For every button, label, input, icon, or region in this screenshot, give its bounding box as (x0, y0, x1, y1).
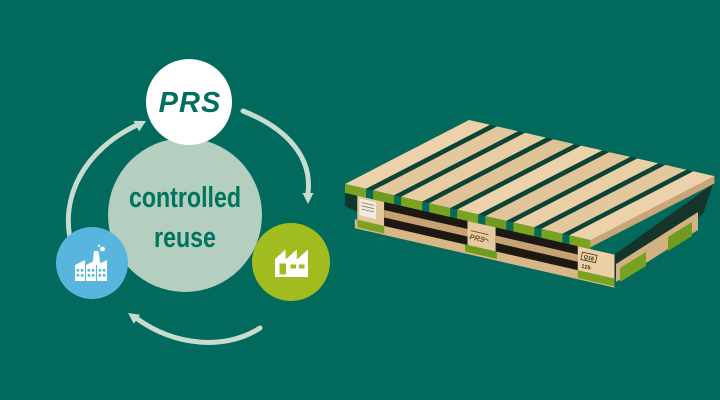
prs-logo-text: PRS (159, 87, 222, 119)
pallet-center-block: PRS (467, 221, 496, 252)
logo-circle (146, 59, 232, 145)
factory-sawtooth-icon (275, 249, 308, 277)
arrow-left-up-icon (65, 123, 138, 250)
pallet-grade-text: Q18 (583, 255, 594, 263)
title-line-2: reuse (154, 220, 216, 253)
cycle-arrowheads (128, 120, 314, 324)
pallet-corner-markings: Q18 125· (580, 251, 598, 272)
factory-smokestack-icon (75, 244, 107, 281)
center-circle (108, 138, 262, 292)
recycler-node (56, 227, 128, 299)
center-title: controlled reuse (129, 180, 241, 253)
pallet-stringer-2 (495, 235, 578, 262)
pallet-left-shadow (345, 193, 358, 212)
arrowhead-down-icon (302, 193, 314, 204)
arrow-bottom-left-icon (133, 315, 263, 345)
cycle-arrows (65, 108, 311, 345)
pallet-painted-tips (345, 184, 591, 250)
pallet-left-block (357, 195, 385, 226)
title-line-1: controlled (129, 180, 241, 213)
pallet-bottom-paint (357, 219, 615, 287)
pallet-corner-block: Q18 125· (577, 246, 615, 279)
arrowhead-up-left-icon (128, 313, 141, 324)
arrow-right-down-icon (240, 108, 311, 196)
producer-node (252, 223, 330, 301)
pallet-illustration: PRS Q18 125· (345, 120, 715, 288)
pallet-label-sticker (359, 198, 376, 220)
pallet-load-text: 125· (581, 264, 593, 272)
pallet-brand-stamp: PRS (469, 230, 489, 244)
pallet-right-side (616, 212, 698, 282)
prs-logo-node: PRS (146, 59, 232, 145)
arrowhead-up-right-icon (133, 120, 146, 132)
pallet-top-deck (345, 120, 715, 241)
pallet-wing-edge (590, 176, 715, 248)
cycle-diagram: controlled reuse PRS (56, 59, 330, 345)
pallet-stringer (384, 210, 468, 237)
pallet-stamp-text: PRS (469, 232, 486, 244)
